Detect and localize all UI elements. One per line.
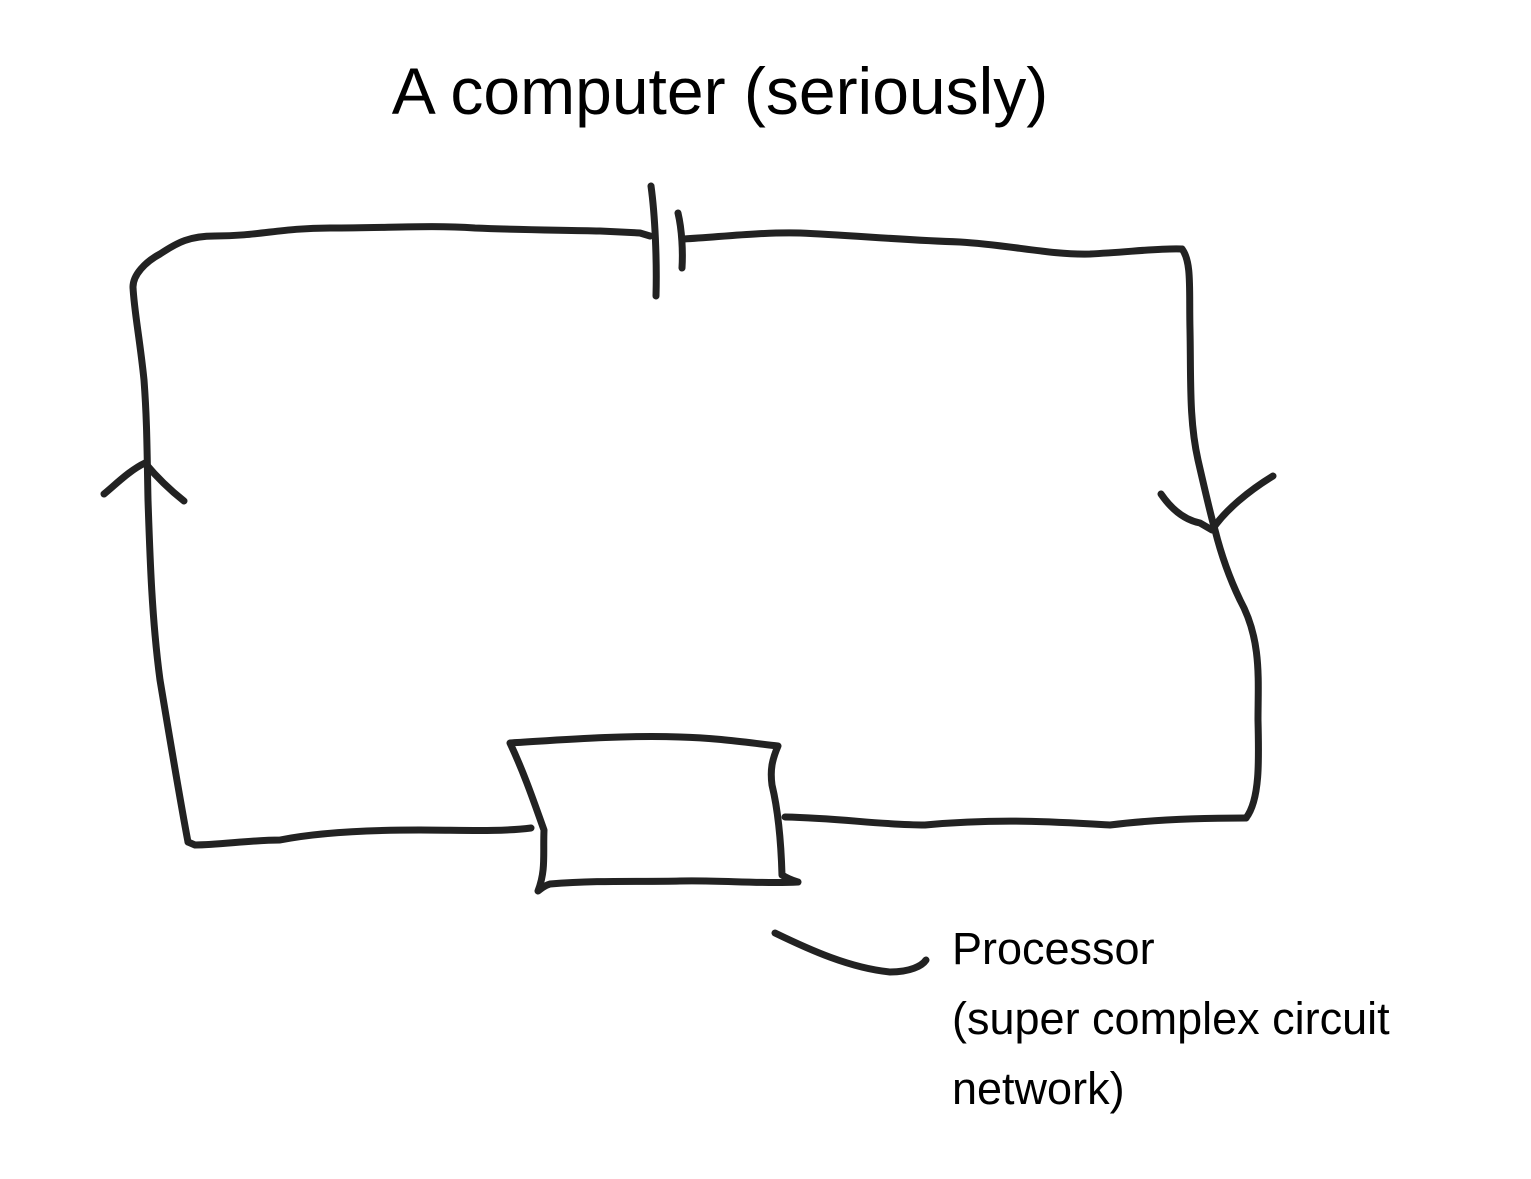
wire-bottom-left <box>184 824 535 849</box>
processor-label-line-2: (super complex circuit <box>952 993 1390 1044</box>
label-leader-line <box>771 929 930 976</box>
processor-label-line-1: Processor <box>952 923 1155 974</box>
processor-label-line-3: network) <box>952 1063 1125 1114</box>
diagram-title: A computer (seriously) <box>391 54 1049 128</box>
arrow-down-right <box>1157 472 1277 534</box>
processor-box <box>506 733 802 895</box>
battery-long-plate <box>647 182 660 300</box>
processor-label: Processor (super complex circuit network… <box>952 914 1390 1124</box>
wire-left <box>129 283 192 846</box>
wire-bottom-right <box>781 813 1250 829</box>
wire-right <box>1178 245 1263 822</box>
wire-top-left <box>129 223 654 291</box>
wire-top-right <box>680 229 1186 258</box>
arrow-up-left <box>100 459 188 505</box>
